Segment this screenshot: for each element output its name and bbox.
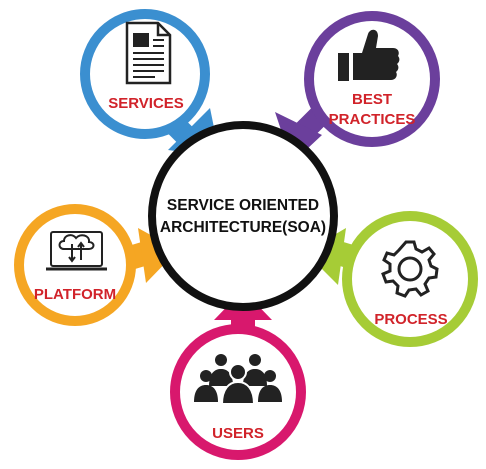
thumbs-up-icon [338, 29, 400, 81]
users-label: USERS [212, 425, 264, 442]
services-label: SERVICES [108, 95, 184, 112]
platform-label: PLATFORM [34, 286, 116, 303]
center-node: SERVICE ORIENTED ARCHITECTURE(SOA) [148, 121, 338, 311]
node-users: USERS [170, 324, 306, 460]
node-services: SERVICES [80, 9, 210, 139]
best-practices-label-line2: PRACTICES [329, 111, 416, 128]
cloud-laptop-icon [46, 231, 107, 271]
best-practices-label-line1: BEST [352, 91, 392, 108]
node-platform: PLATFORM [14, 204, 136, 326]
center-title-line2: ARCHITECTURE(SOA) [160, 219, 326, 236]
node-best-practices: BEST PRACTICES [304, 11, 440, 147]
arrow-best-practices [275, 107, 328, 163]
users-group-icon [194, 354, 282, 405]
center-title-line1: SERVICE ORIENTED [167, 197, 319, 214]
node-process: PROCESS [342, 211, 478, 347]
process-label: PROCESS [374, 311, 447, 328]
document-icon [125, 21, 172, 85]
gear-icon [381, 240, 439, 298]
